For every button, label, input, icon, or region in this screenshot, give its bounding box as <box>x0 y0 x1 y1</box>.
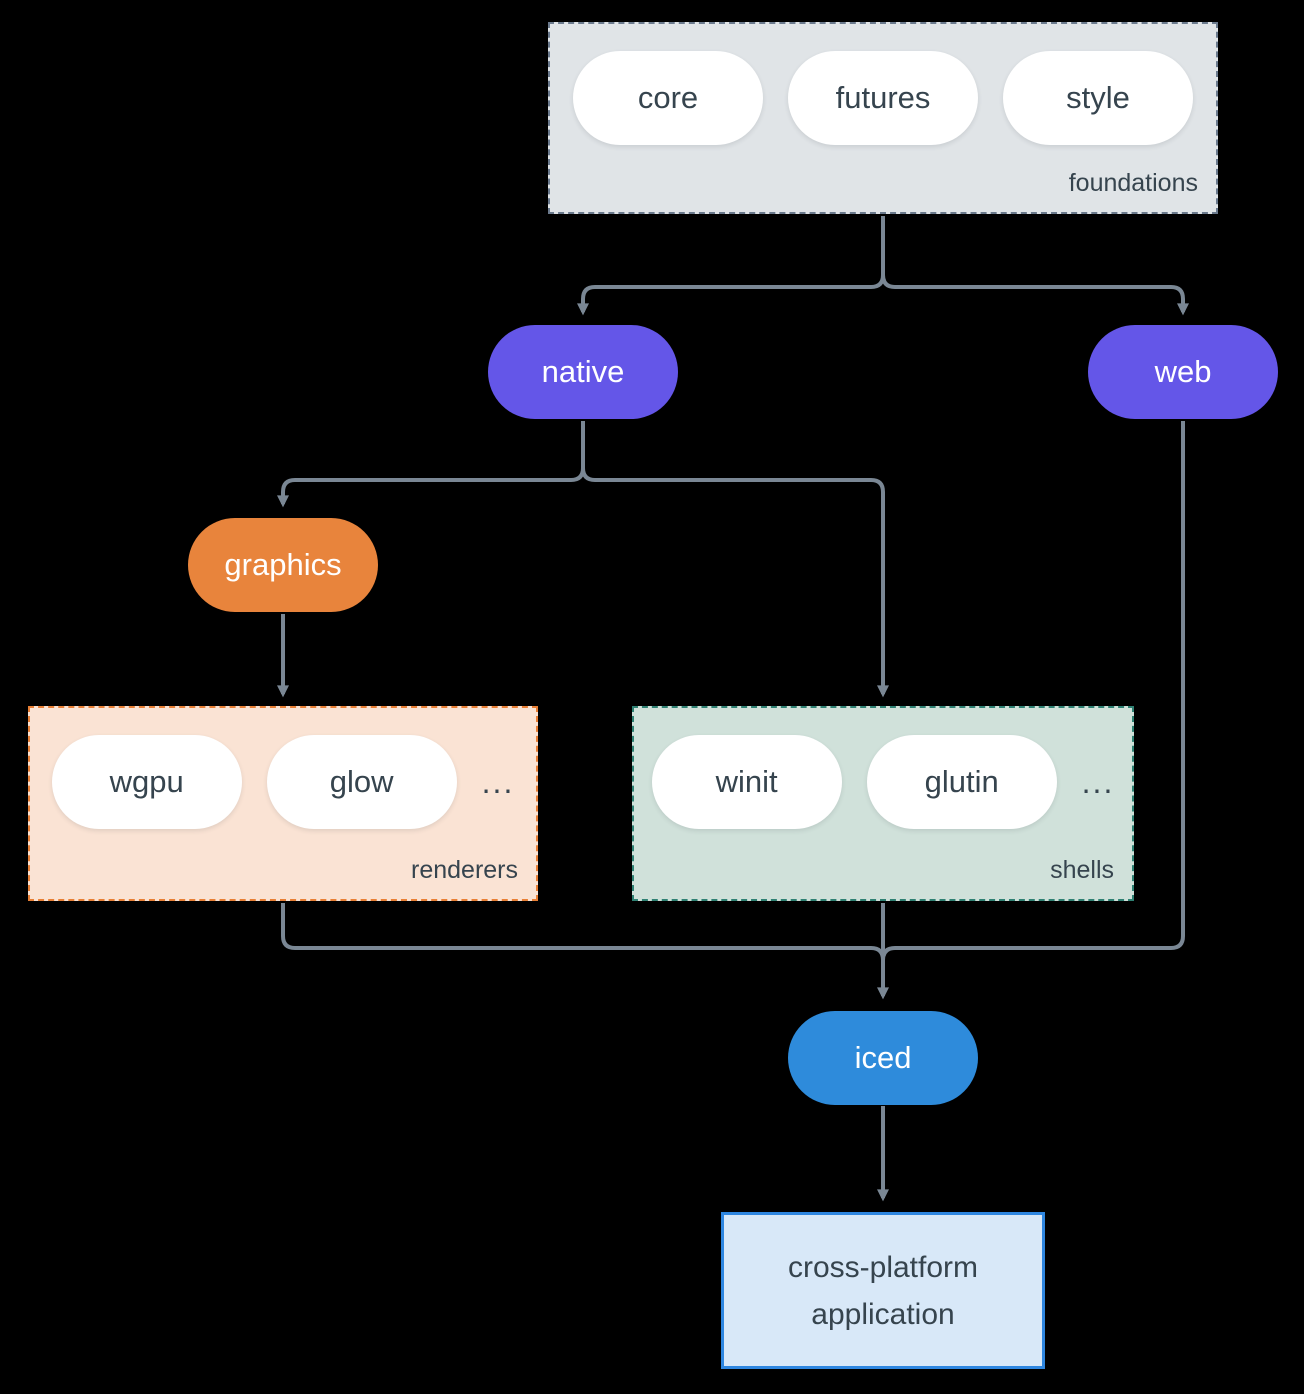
application-label-line1: cross-platform <box>787 1250 979 1284</box>
node-web: web <box>1088 325 1278 419</box>
shells-ellipsis: ... <box>1081 763 1115 800</box>
renderers-group: wgpu glow ... renderers <box>28 706 538 901</box>
edge-foundations-native <box>577 216 885 316</box>
edge-foundations-web <box>881 216 1189 316</box>
renderers-group-label: renderers <box>411 856 518 884</box>
pill-futures: futures <box>788 51 978 145</box>
node-graphics: graphics <box>188 518 378 612</box>
node-iced: iced <box>788 1011 978 1105</box>
pill-wgpu: wgpu <box>51 735 242 829</box>
shells-group-label: shells <box>1050 856 1114 884</box>
application-box: cross-platform application <box>721 1212 1045 1369</box>
pill-glutin: glutin <box>866 735 1057 829</box>
edge-native-graphics <box>277 421 585 508</box>
pill-glow: glow <box>266 735 457 829</box>
node-native: native <box>488 325 678 419</box>
foundations-group: core futures style foundations <box>548 22 1218 214</box>
renderers-pill-row: wgpu glow ... <box>30 708 536 829</box>
foundations-pill-row: core futures style <box>550 24 1216 145</box>
edge-native-shells <box>581 421 889 698</box>
foundations-group-label: foundations <box>1068 169 1198 197</box>
pill-core: core <box>573 51 763 145</box>
renderers-ellipsis: ... <box>481 763 515 800</box>
pill-winit: winit <box>651 735 842 829</box>
shells-group: winit glutin ... shells <box>632 706 1134 901</box>
edge-renderers-iced <box>281 903 885 961</box>
application-label-line2: application <box>811 1297 955 1331</box>
shells-pill-row: winit glutin ... <box>634 708 1132 829</box>
pill-style: style <box>1003 51 1193 145</box>
